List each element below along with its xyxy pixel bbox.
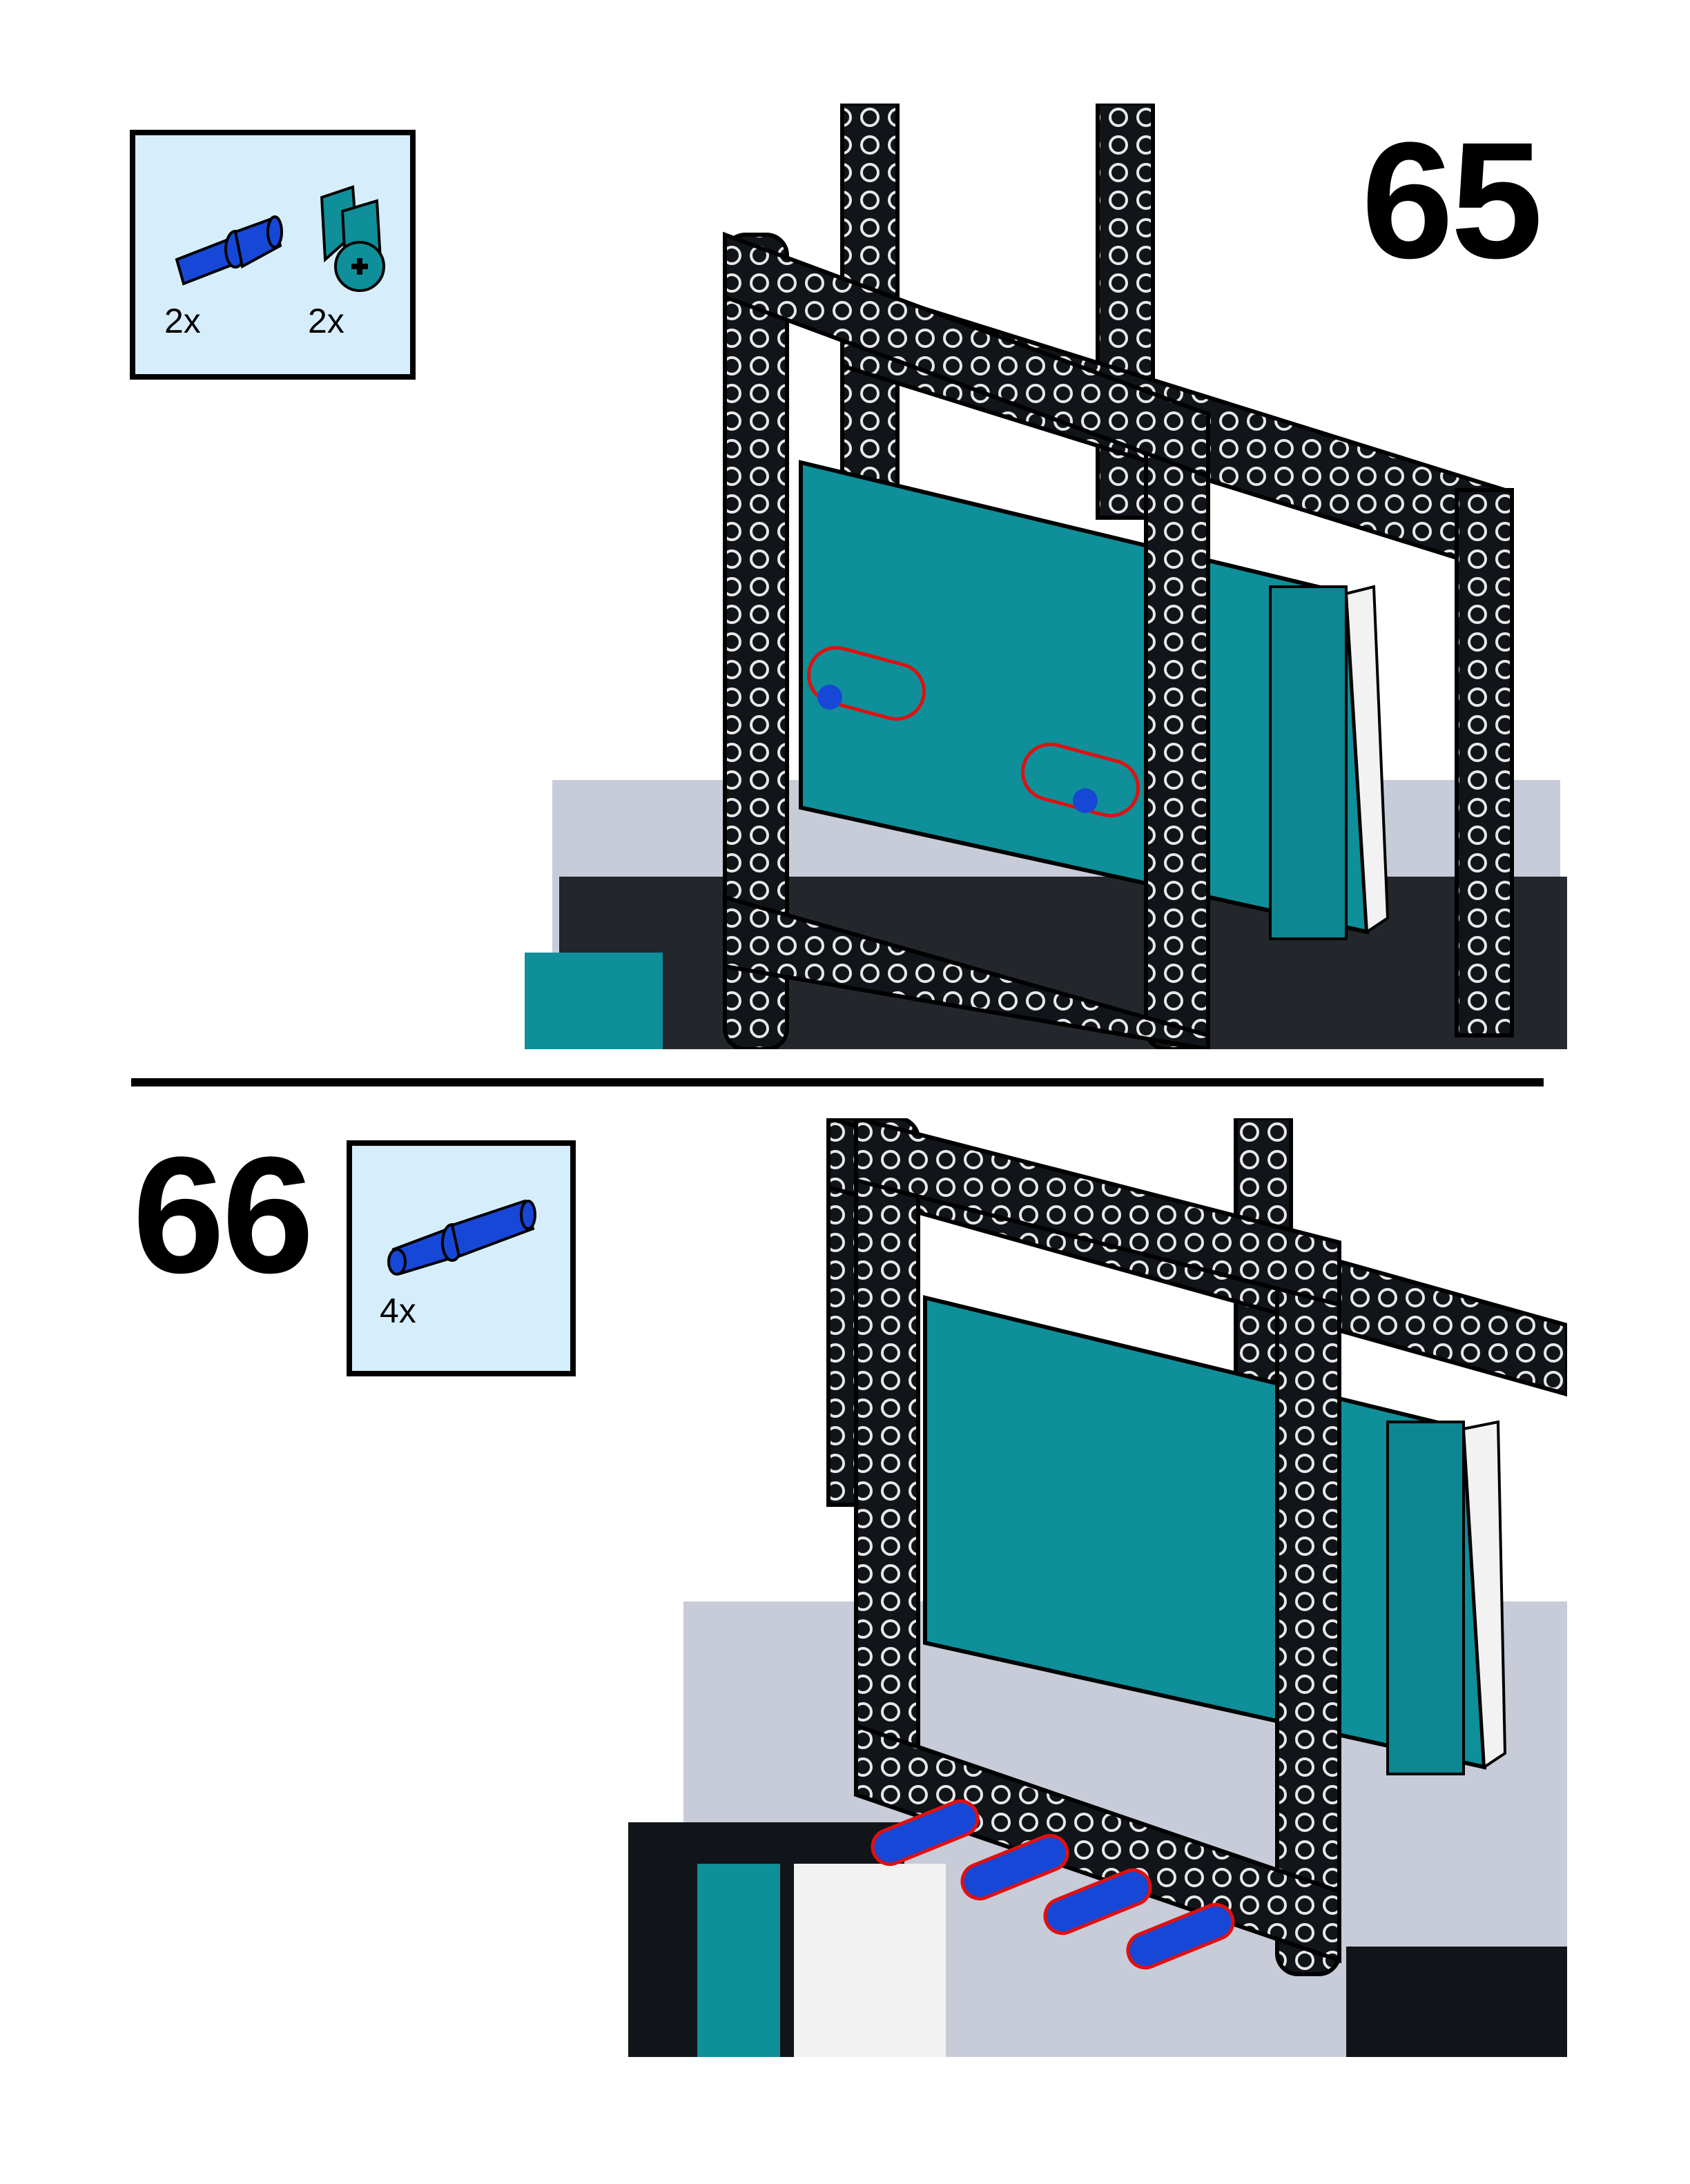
long-pin-part-icon	[387, 1199, 536, 1276]
parts-list-step-65: 2x 2x	[130, 130, 416, 380]
part-quantity: 2x	[308, 302, 344, 340]
pin-connector-part-icon	[320, 185, 385, 292]
step-66-model-render	[628, 1118, 1567, 2057]
parts-list-step-66: 4x	[347, 1140, 576, 1376]
step-65-model-render	[525, 104, 1567, 1049]
part-quantity: 4x	[380, 1291, 416, 1330]
highlighted-long-pin	[871, 1799, 1235, 1970]
part-quantity: 2x	[164, 302, 201, 340]
step-number: 66	[133, 1122, 314, 1307]
step-number: 65	[1361, 108, 1543, 293]
step-divider	[131, 1078, 1544, 1086]
axle-pin-part-icon	[175, 215, 283, 286]
